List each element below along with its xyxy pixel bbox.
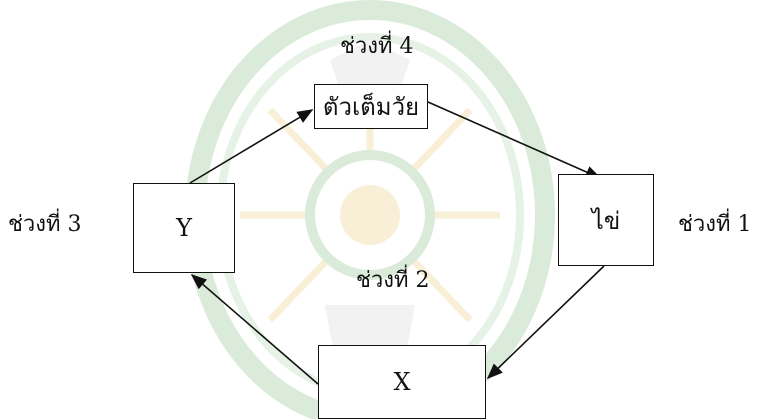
box-egg: ไข่	[558, 174, 654, 266]
box-x-label: X	[393, 368, 411, 396]
box-x: X	[318, 345, 486, 419]
arrow-y-to-adult	[189, 109, 314, 184]
stage-label-2: ช่วงที่ 2	[356, 268, 430, 293]
stage-label-3: ช่วงที่ 3	[8, 212, 82, 237]
box-adult-label: ตัวเต็มวัย	[322, 93, 420, 121]
arrow-egg-to-x	[486, 265, 605, 380]
box-adult: ตัวเต็มวัย	[314, 84, 428, 129]
box-y-label: Y	[176, 214, 192, 242]
stage-label-1: ช่วงที่ 1	[678, 212, 752, 237]
box-y: Y	[133, 183, 235, 273]
stage-label-4: ช่วงที่ 4	[340, 34, 414, 59]
box-egg-label: ไข่	[591, 206, 621, 235]
arrow-adult-to-egg	[427, 101, 602, 179]
arrow-x-to-y	[190, 273, 319, 385]
